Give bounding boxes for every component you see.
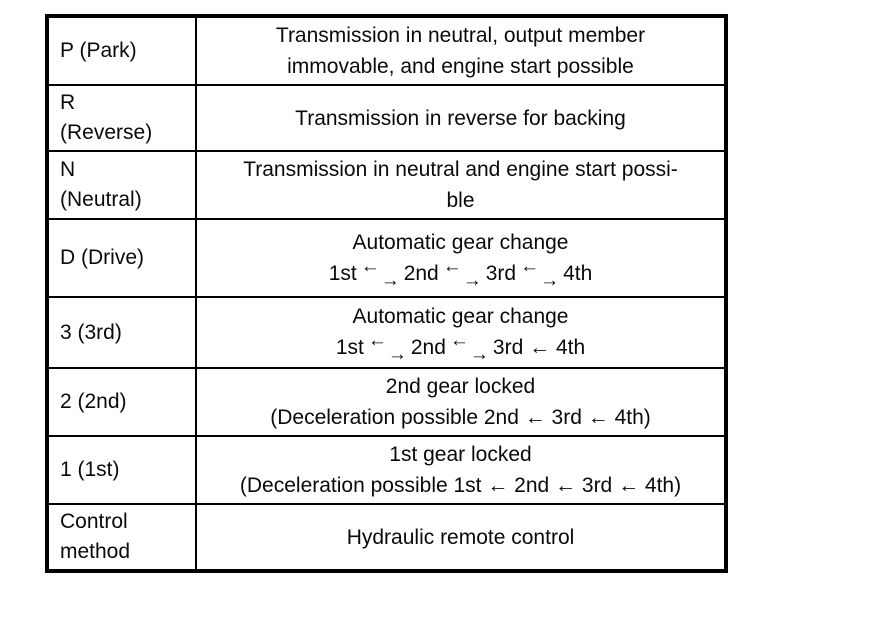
left-arrow-icon: ← (520, 255, 540, 277)
table-row: Control method Hydraulic remote control (46, 503, 727, 572)
description-line: 1st gear locked (389, 443, 532, 466)
gear-description-cell: Transmission in neutral and engine start… (195, 150, 727, 220)
description-line: Transmission in neutral and engine start… (243, 158, 678, 181)
shift-bidirectional-arrows-icon: ←→ (439, 256, 486, 291)
description-line: (Deceleration possible 2nd ← 3rd ← 4th) (270, 406, 651, 429)
gear-position-cell: 3 (3rd) (46, 296, 197, 369)
description-line: Transmission in neutral, output member (275, 24, 646, 47)
shift-bidirectional-arrows-icon: ←→ (516, 256, 563, 291)
right-arrow-icon: → (462, 269, 482, 291)
description-line: Automatic gear change (352, 305, 569, 328)
description-line: 1st←→2nd←→3rd←→4th (203, 256, 718, 291)
gear-position-cell: N (Neutral) (46, 150, 197, 220)
table-body: P (Park)Transmission in neutral, output … (46, 15, 727, 572)
table-row: R (Reverse) Transmission in reverse for b… (46, 84, 727, 152)
gear-position-cell: Control method (46, 503, 197, 572)
gear-description-cell: 2nd gear locked (Deceleration possible 2n… (195, 367, 727, 437)
description-line: ble (446, 189, 475, 212)
description-line: (Deceleration possible 1st ← 2nd ← 3rd ←… (239, 474, 682, 497)
description-line: Hydraulic remote control (346, 525, 575, 549)
gear-description-cell: Hydraulic remote control (195, 503, 727, 572)
left-arrow-icon: ← (367, 330, 387, 351)
left-arrow-icon: ← (449, 330, 469, 351)
right-arrow-icon: → (380, 269, 400, 291)
gear-position-cell: P (Park) (46, 15, 197, 86)
table-row: 1 (1st) 1st gear locked (Deceleration poss… (46, 435, 727, 505)
table-row: N (Neutral) Transmission in neutral and e… (46, 150, 727, 220)
shift-bidirectional-arrows-icon: ←→ (446, 330, 493, 365)
description-line: Transmission in reverse for backing (295, 106, 626, 130)
gear-description-cell: 1st gear locked (Deceleration possible 1s… (195, 435, 727, 505)
table-row: 2 (2nd) 2nd gear locked (Deceleration poss… (46, 367, 727, 437)
left-arrow-icon: ← (360, 255, 380, 277)
gear-position-cell: D (Drive) (46, 218, 197, 298)
description-line: 1st←→2nd←→3rd ← 4th (203, 330, 718, 365)
shift-bidirectional-arrows-icon: ←→ (364, 330, 411, 365)
right-arrow-icon: → (540, 269, 560, 291)
shift-bidirectional-arrows-icon: ←→ (357, 256, 404, 291)
description-line: immovable, and engine start possible (287, 55, 634, 78)
gear-position-cell: 2 (2nd) (46, 367, 197, 437)
description-line: 2nd gear locked (385, 375, 536, 398)
transmission-range-table: P (Park)Transmission in neutral, output … (45, 14, 728, 573)
gear-description-cell: Transmission in reverse for backing (195, 84, 727, 152)
gear-position-cell: R (Reverse) (46, 84, 197, 152)
left-arrow-icon: ← (442, 255, 462, 277)
description-line: Automatic gear change (352, 230, 569, 254)
right-arrow-icon: → (469, 344, 489, 365)
table-row: P (Park)Transmission in neutral, output … (46, 15, 727, 86)
right-arrow-icon: → (387, 344, 407, 365)
gear-description-cell: Transmission in neutral, output member im… (195, 15, 727, 86)
gear-position-cell: 1 (1st) (46, 435, 197, 505)
